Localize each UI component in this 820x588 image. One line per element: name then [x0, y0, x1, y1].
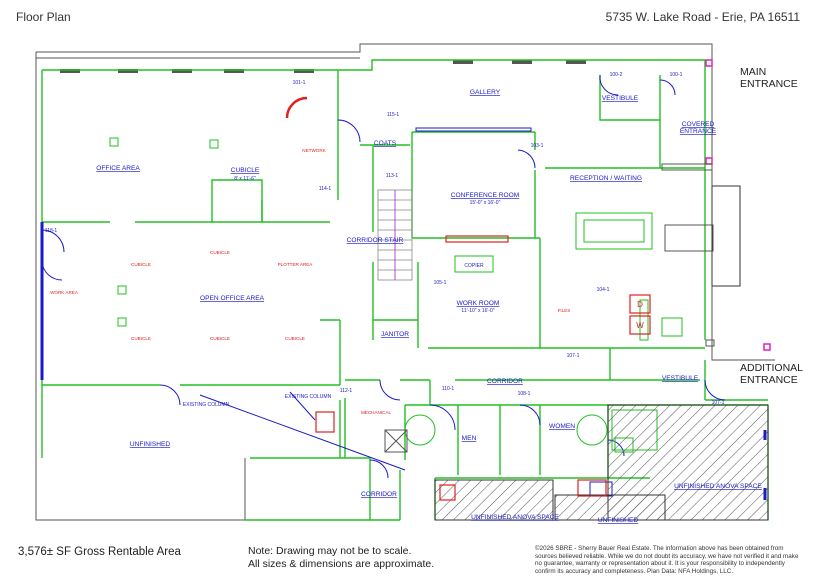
additional-entrance-label: ADDITIONAL ENTRANCE [740, 362, 804, 386]
door-tag-114: 114-1 [319, 186, 332, 192]
door-tag-112: 112-1 [340, 388, 353, 394]
conference-windows [415, 127, 532, 132]
door-swings [41, 74, 726, 479]
label-mechanical: MECHANICAL [361, 410, 392, 415]
network-door [285, 96, 308, 119]
label-files: FILES [558, 308, 571, 313]
label-cubicle-2: CUBICLE [210, 250, 230, 255]
room-cubicle: CUBICLE [231, 167, 260, 174]
hatched-areas [434, 404, 769, 521]
room-janitor: JANITOR [381, 331, 409, 338]
room-coats: COATS [374, 140, 397, 147]
room-vestibule-top: VESTIBULE [602, 95, 639, 102]
room-conference: CONFERENCE ROOM [451, 192, 520, 199]
copier-label: COPIER [464, 263, 484, 269]
door-tag-118: 118-1 [45, 228, 58, 234]
existing-column-2: EXISTING COLUMN [285, 394, 332, 400]
door-tag-108: 108-1 [518, 391, 531, 397]
room-anova-2: UNFINISHED ANOVA SPACE [471, 514, 559, 521]
room-covered-2: ENTRANCE [680, 128, 717, 135]
interior-walls [40, 59, 769, 521]
door-tag-105: 105-1 [434, 280, 447, 286]
label-w: W [636, 321, 644, 330]
room-office-area: OFFICE AREA [96, 165, 140, 172]
cubicle-dims: 8' x 11'-6" [234, 176, 256, 182]
door-tag-100-1: 100-1 [670, 72, 683, 78]
red-equipment [315, 235, 651, 501]
room-men: MEN [462, 435, 477, 442]
door-tag-100-2: 100-2 [610, 72, 623, 78]
label-d: D [637, 300, 643, 309]
scale-note: Note: Drawing may not be to scale. All s… [248, 545, 435, 570]
door-tag-113: 113-1 [386, 173, 399, 179]
canopy [711, 185, 741, 287]
stair [377, 189, 413, 281]
label-cubicle-1: CUBICLE [131, 262, 151, 267]
room-corridor-bottom: CORRIDOR [361, 491, 397, 498]
label-network: NETWORK [302, 148, 326, 153]
room-unfinished-bottom: UNFINISHED [598, 517, 639, 524]
room-corridor-stair: CORRIDOR STAIR [347, 237, 404, 244]
room-corridor-mid: CORRIDOR [487, 378, 523, 385]
existing-column-1: EXISTING COLUMN [183, 402, 230, 408]
room-vestibule-bottom: VESTIBULE [662, 375, 699, 382]
work-room-dims: 11'-10" x 16'-0" [461, 308, 494, 314]
room-reception: RECEPTION / WAITING [570, 175, 642, 182]
entrance-markers [705, 59, 771, 351]
door-tag-107-a: 107-1 [567, 353, 580, 359]
door-tag-107-b: 107-1 [712, 400, 725, 406]
label-cubicle-3: CUBICLE [131, 336, 151, 341]
room-gallery: GALLERY [470, 89, 501, 96]
door-tag-110: 110-1 [442, 386, 455, 392]
room-work-room: WORK ROOM [457, 300, 500, 307]
rentable-area: 3,576± SF Gross Rentable Area [18, 546, 181, 558]
room-women: WOMEN [549, 423, 575, 430]
door-tag-104: 104-1 [597, 287, 610, 293]
room-covered-1: COVERED [682, 121, 715, 128]
page-title: Floor Plan [16, 10, 71, 24]
copyright-disclaimer: ©2026 SBRE - Sherry Bauer Real Estate. T… [535, 545, 799, 575]
door-tag-103: 103-1 [531, 143, 544, 149]
room-anova-1: UNFINISHED ANOVA SPACE [674, 483, 762, 490]
door-tag-115: 115-1 [387, 112, 400, 118]
room-open-office: OPEN OFFICE AREA [200, 295, 265, 302]
room-unfinished: UNFINISHED [130, 441, 171, 448]
property-address: 5735 W. Lake Road - Erie, PA 16511 [605, 10, 800, 24]
windows [60, 60, 586, 73]
label-work-area: WORK AREA [50, 290, 79, 295]
label-cubicle-5: CUBICLE [285, 336, 305, 341]
label-plotter: PLOTTER AREA [278, 262, 314, 267]
main-entrance-label: MAIN ENTRANCE [740, 66, 798, 90]
label-cubicle-4: CUBICLE [210, 336, 230, 341]
door-tag-101: 101-1 [293, 80, 306, 86]
column-reference-line [199, 394, 406, 471]
building-outline [35, 43, 775, 521]
conference-dims: 15'-0" x 16'-0" [470, 200, 501, 206]
